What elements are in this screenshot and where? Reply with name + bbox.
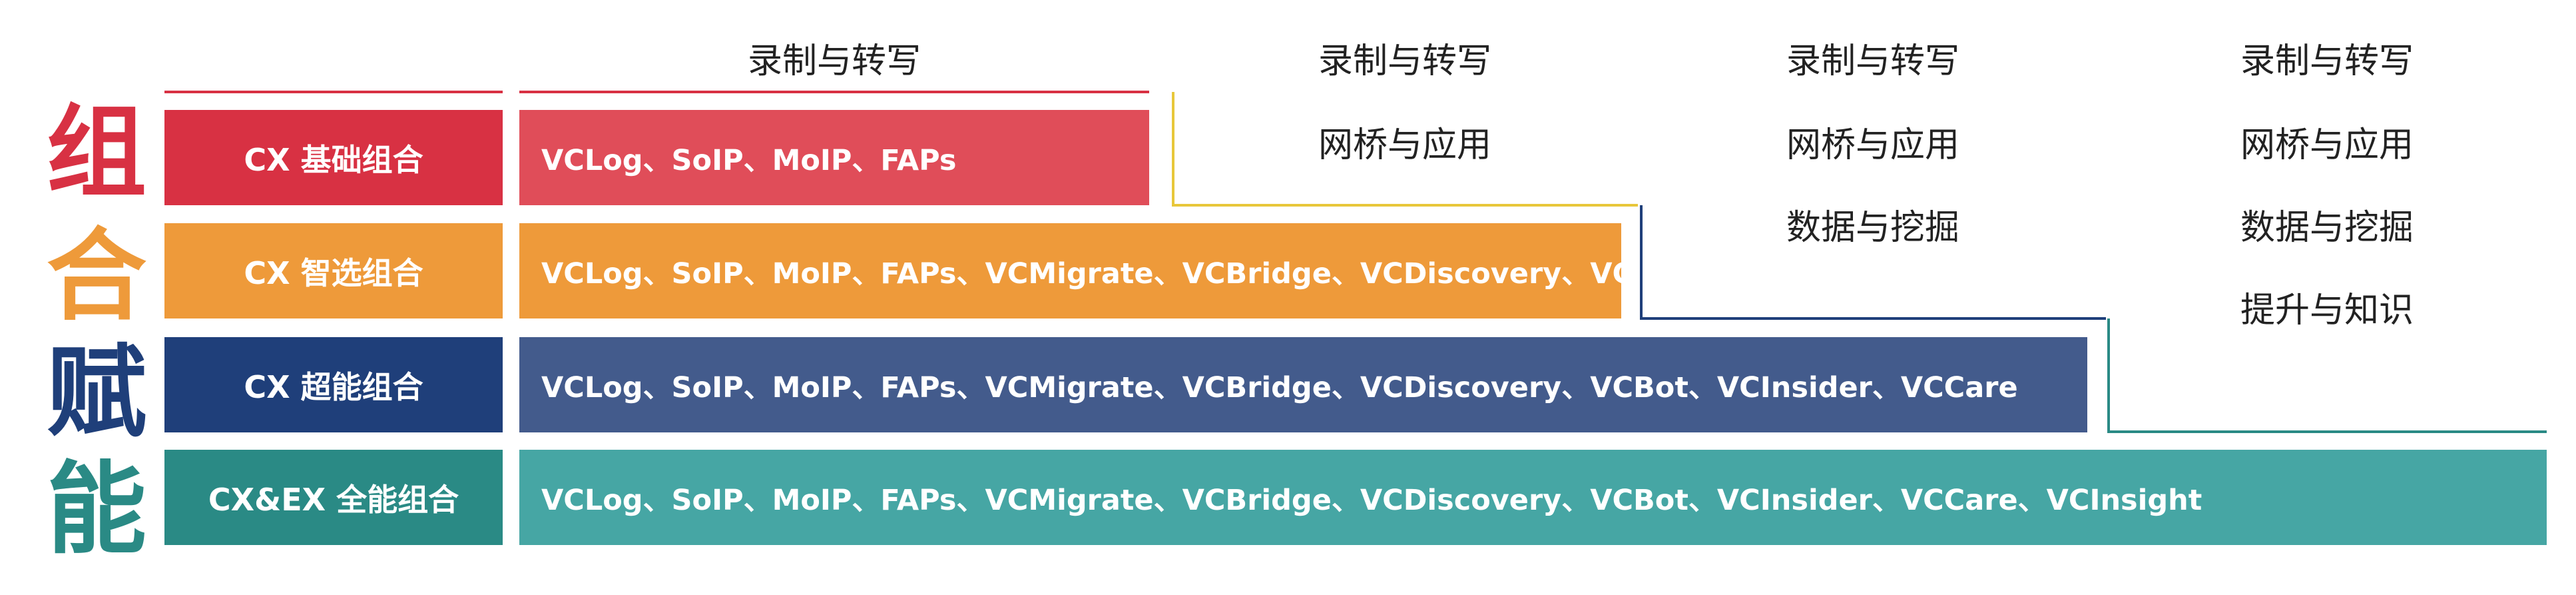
tier3-feature-3: 数据与挖掘 <box>1786 208 1959 248</box>
tier3-bracket-vline <box>1640 205 1643 320</box>
tier2-bracket-hline <box>1172 204 1638 207</box>
tier4-feature-1: 录制与转写 <box>2240 41 2414 81</box>
tier2-label: CX 智选组合 <box>164 223 503 318</box>
tier3-bracket-hline <box>1640 317 2106 320</box>
tier4-feature-4: 提升与知识 <box>2240 291 2414 330</box>
tier1-products: VCLog、SoIP、MoIP、FAPs <box>519 110 1149 205</box>
side-title-char-4: 能 <box>46 452 146 568</box>
tier1-label-topline <box>164 91 503 93</box>
tier3-products: VCLog、SoIP、MoIP、FAPs、VCMigrate、VCBridge、… <box>519 337 2087 432</box>
tier4-bracket-vline <box>2107 318 2110 433</box>
tier3-feature-2: 网桥与应用 <box>1786 125 1959 165</box>
tier3-feature-1: 录制与转写 <box>1786 41 1959 81</box>
tier1-bar-topline <box>519 91 1149 93</box>
tier2-feature-2: 网桥与应用 <box>1318 125 1491 165</box>
tier2-bracket-vline <box>1172 92 1174 207</box>
side-title-char-3: 赋 <box>46 335 146 451</box>
tier1-label: CX 基础组合 <box>164 110 503 205</box>
side-title-char-2: 合 <box>46 219 146 334</box>
tier4-feature-2: 网桥与应用 <box>2240 125 2414 165</box>
tier4-bracket-hline <box>2107 430 2547 433</box>
tier1-feature-1: 录制与转写 <box>747 41 921 81</box>
side-title-char-1: 组 <box>46 95 146 211</box>
tier2-feature-1: 录制与转写 <box>1318 41 1491 81</box>
tier2-products: VCLog、SoIP、MoIP、FAPs、VCMigrate、VCBridge、… <box>519 223 1621 318</box>
tier3-label: CX 超能组合 <box>164 337 503 432</box>
tier4-feature-3: 数据与挖掘 <box>2240 208 2414 248</box>
tier4-products: VCLog、SoIP、MoIP、FAPs、VCMigrate、VCBridge、… <box>519 450 2547 545</box>
tier4-label: CX&EX 全能组合 <box>164 450 503 545</box>
